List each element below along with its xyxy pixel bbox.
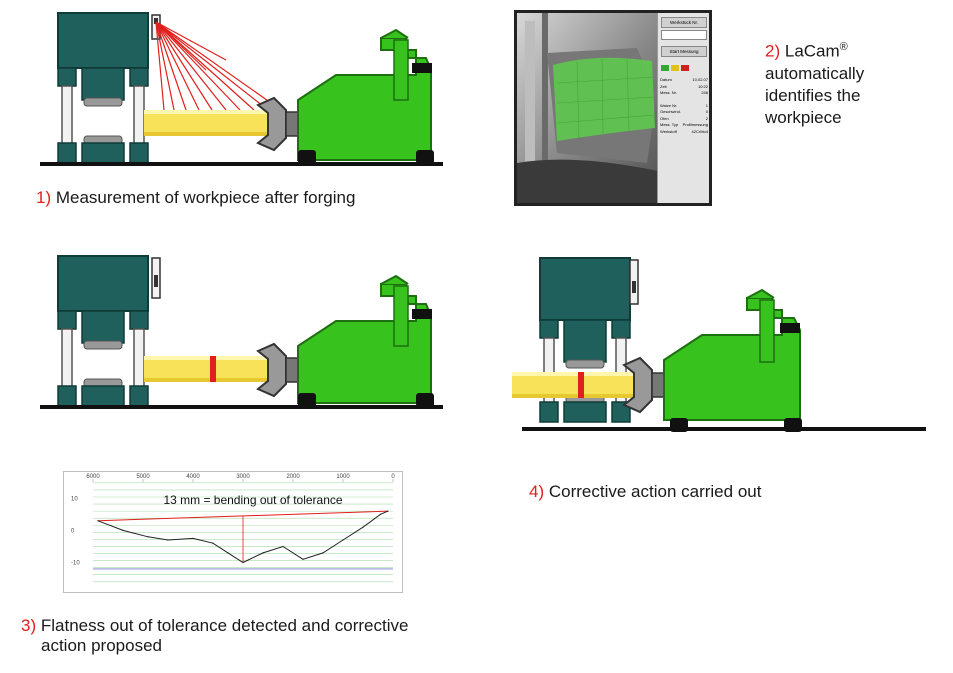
x-tick-label: 4000 xyxy=(186,474,200,480)
profile-point xyxy=(147,536,149,538)
x-tick-label: 2000 xyxy=(286,474,300,480)
step-3-caption: 3) Flatness out of tolerance detected an… xyxy=(21,616,408,656)
status-red-icon xyxy=(681,65,689,71)
step-3-line-2: action proposed xyxy=(41,636,162,655)
panel-4-illustration xyxy=(512,257,926,432)
panel-3-illustration xyxy=(40,255,443,409)
profile-point xyxy=(212,542,214,544)
step-3-number: 3) xyxy=(21,616,37,635)
deviation-marker xyxy=(578,372,584,398)
step-1-caption: 1) Measurement of workpiece after forgin… xyxy=(36,188,355,208)
step-2-line-3: workpiece xyxy=(765,107,842,127)
manipulator xyxy=(256,28,434,164)
rail xyxy=(40,162,443,166)
workpiece xyxy=(144,110,284,136)
y-tick-label: 10 xyxy=(71,496,78,502)
step-4-number: 4) xyxy=(529,482,545,501)
profile-point xyxy=(122,529,124,531)
profile-point xyxy=(192,537,194,540)
status-yellow-icon xyxy=(671,65,679,71)
chart-frame xyxy=(63,471,403,593)
rail xyxy=(522,427,926,431)
forging-press xyxy=(57,255,161,407)
step-2-product-name: LaCam xyxy=(784,41,840,61)
manipulator xyxy=(622,288,802,432)
x-tick-label: 3000 xyxy=(236,474,250,480)
workpiece-number-field[interactable] xyxy=(661,30,707,40)
step-4-caption: 4) Corrective action carried out xyxy=(529,482,761,502)
forging-press xyxy=(57,12,161,164)
profile-series-line xyxy=(97,510,389,564)
y-tick-label: 0 xyxy=(71,528,75,534)
x-tick-label: 5000 xyxy=(136,474,150,480)
rail xyxy=(40,405,443,409)
x-tick-label: 1000 xyxy=(336,474,350,480)
profile-point xyxy=(342,539,344,541)
profile-point xyxy=(302,558,304,560)
laser-beams xyxy=(155,21,282,111)
step-2-number: 2) xyxy=(765,41,781,61)
profile-point xyxy=(322,552,324,554)
step-1-number: 1) xyxy=(36,188,52,207)
y-tick-label: -10 xyxy=(71,561,80,567)
status-green-icon xyxy=(661,65,669,71)
x-tick-label: 0 xyxy=(391,474,395,480)
profile-point xyxy=(379,513,382,515)
deviation-marker xyxy=(210,356,216,382)
camera-image xyxy=(517,13,667,203)
step-2-caption: 2) LaCam® automatically identifies the w… xyxy=(765,36,864,129)
step-2-line-2: identifies the xyxy=(765,85,861,105)
flatness-profile-chart: 6000 5000 4000 3000 2000 1000 0 10 0 -10 13 mm =… xyxy=(63,471,403,593)
forging-press xyxy=(539,257,639,423)
step-3-line-1: Flatness out of tolerance detected and c… xyxy=(40,616,409,635)
x-tick-label: 6000 xyxy=(86,474,100,480)
profile-point xyxy=(387,510,389,512)
step-2-line-1: automatically xyxy=(765,63,865,83)
registered-mark: ® xyxy=(839,41,848,53)
step-1-text: Measurement of workpiece after forging xyxy=(55,188,356,207)
manipulator xyxy=(256,274,434,407)
profile-point xyxy=(362,526,364,528)
panel-1-measurement-illustration xyxy=(40,12,443,166)
profile-point xyxy=(227,552,229,554)
identified-workpiece-overlay xyxy=(553,57,655,141)
workpiece xyxy=(512,372,642,398)
workpiece-number-button[interactable]: Werkstück Nr. xyxy=(661,17,707,28)
step-4-text: Corrective action carried out xyxy=(548,482,762,501)
start-measurement-button[interactable]: Start Messung xyxy=(661,46,707,57)
profile-point xyxy=(262,552,264,554)
profile-point xyxy=(97,520,99,522)
profile-point xyxy=(282,545,284,548)
profile-point xyxy=(167,539,169,541)
profile-point xyxy=(242,561,244,564)
chart-title: 13 mm = bending out of tolerance xyxy=(163,493,342,507)
